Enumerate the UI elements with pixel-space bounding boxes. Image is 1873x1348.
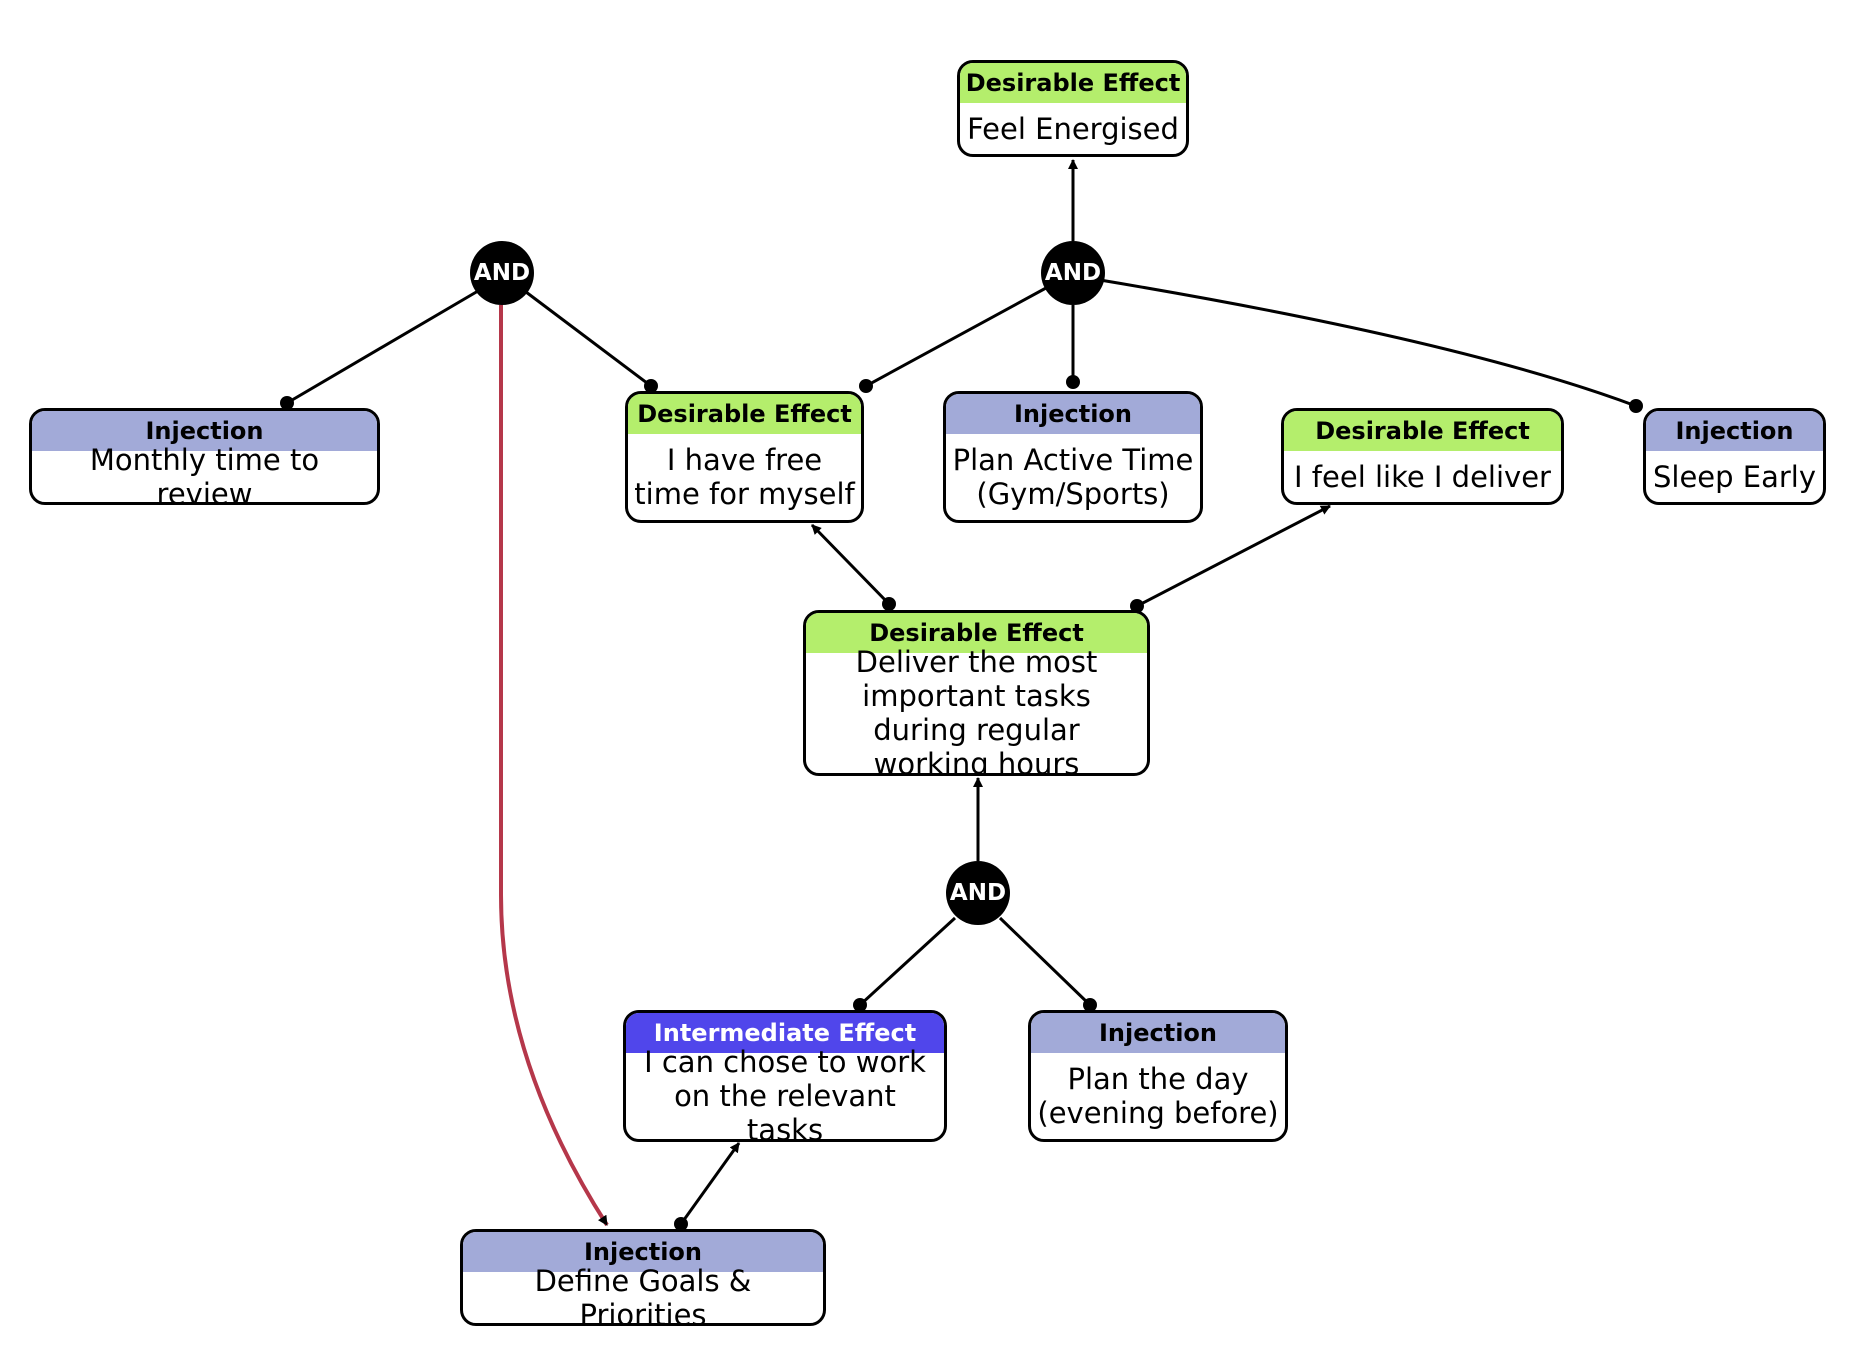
node-text: I have free time for myself	[634, 443, 855, 511]
edge-dot	[280, 396, 294, 410]
node-sleep-early[interactable]: Injection Sleep Early	[1643, 408, 1826, 505]
edge-monthly-review-to-and-left	[286, 289, 479, 405]
node-feel-energised[interactable]: Desirable Effect Feel Energised	[957, 60, 1189, 157]
node-type-label: Injection	[463, 1232, 823, 1272]
node-text: Monthly time to review	[89, 442, 320, 505]
edge-dot	[1083, 998, 1097, 1012]
edge-dot	[859, 379, 873, 393]
node-text: Sleep Early	[1652, 459, 1816, 494]
edge-dot	[1629, 399, 1643, 413]
node-text: I feel like I deliver	[1294, 459, 1551, 494]
node-text: Plan Active Time (Gym/Sports)	[952, 443, 1194, 511]
node-type-label: Intermediate Effect	[626, 1013, 944, 1053]
node-text: Plan the day (evening before)	[1037, 1062, 1279, 1130]
node-define-goals[interactable]: Injection Define Goals & Priorities	[460, 1229, 826, 1326]
node-feel-deliver[interactable]: Desirable Effect I feel like I deliver	[1281, 408, 1564, 505]
edge-free-time-to-and-left	[525, 290, 652, 388]
and-gate-left: AND	[470, 241, 534, 305]
edge-dot	[674, 1217, 688, 1231]
edge-free-time-to-and-top	[865, 286, 1047, 388]
edge-deliver-tasks-to-feel-deliver	[1136, 504, 1331, 608]
node-chose-tasks[interactable]: Intermediate Effect I can chose to work …	[623, 1010, 947, 1142]
and-gate-bottom: AND	[946, 861, 1010, 925]
edge-dot	[1130, 599, 1144, 613]
and-gate-top: AND	[1041, 241, 1105, 305]
node-type-label: Desirable Effect	[628, 394, 861, 434]
node-active-time[interactable]: Injection Plan Active Time (Gym/Sports)	[943, 391, 1203, 523]
edge-sleep-early-to-and-top	[1099, 278, 1637, 408]
node-text: Feel Energised	[967, 111, 1179, 146]
node-monthly-review[interactable]: Injection Monthly time to review	[29, 408, 380, 505]
node-deliver-tasks[interactable]: Desirable Effect Deliver the most import…	[803, 610, 1150, 776]
node-plan-day[interactable]: Injection Plan the day (evening before)	[1028, 1010, 1288, 1142]
edge-plan-day-to-and-bottom	[998, 916, 1092, 1007]
node-free-time[interactable]: Desirable Effect I have free time for my…	[625, 391, 864, 523]
edge-deliver-tasks-to-free-time	[810, 523, 891, 606]
edge-dot	[1066, 375, 1080, 389]
edge-dot	[853, 998, 867, 1012]
edge-chose-tasks-to-and-bottom	[858, 916, 957, 1007]
node-type-label: Injection	[946, 394, 1200, 434]
node-type-label: Desirable Effect	[806, 613, 1147, 653]
node-text: Define Goals & Priorities	[534, 1263, 752, 1326]
node-text: I can chose to work on the relevant task…	[644, 1045, 926, 1142]
edge-define-goals-to-chose-tasks	[679, 1142, 741, 1225]
node-type-label: Desirable Effect	[1284, 411, 1561, 451]
node-type-label: Desirable Effect	[960, 63, 1186, 103]
node-type-label: Injection	[1031, 1013, 1285, 1053]
node-type-label: Injection	[32, 411, 377, 451]
edge-dot	[882, 597, 896, 611]
node-type-label: Injection	[1646, 411, 1823, 451]
node-text: Deliver the most important tasks during …	[855, 645, 1098, 776]
edge-dot	[644, 379, 658, 393]
edge-and-left-to-define-goals	[499, 305, 609, 1227]
